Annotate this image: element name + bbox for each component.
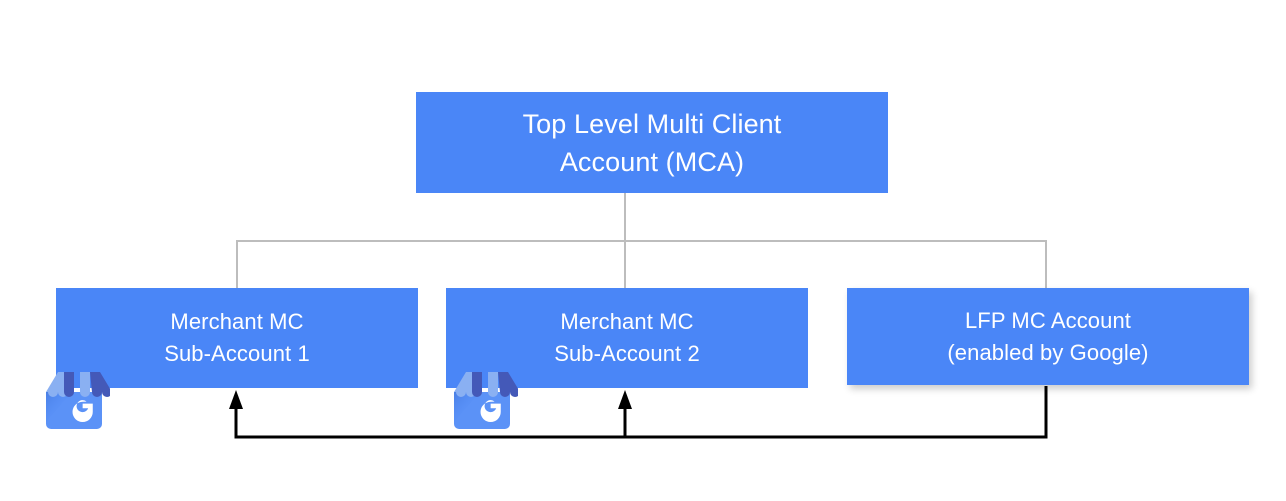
node-merchant-sub-account-2-label: Merchant MC Sub-Account 2	[554, 309, 700, 366]
google-business-profile-icon	[46, 372, 110, 429]
node-merchant-sub-account-2[interactable]: Merchant MC Sub-Account 2	[446, 288, 808, 388]
node-top-level-mca[interactable]: Top Level Multi Client Account (MCA)	[416, 92, 888, 193]
connector-horizontal-bar	[236, 240, 1047, 242]
connector-drop-lfp	[1045, 240, 1047, 289]
connector-mca-stem	[624, 193, 626, 242]
node-top-level-mca-label: Top Level Multi Client Account (MCA)	[522, 108, 782, 177]
node-merchant-sub-account-1[interactable]: Merchant MC Sub-Account 1	[56, 288, 418, 388]
node-merchant-sub-account-1-label: Merchant MC Sub-Account 1	[164, 309, 310, 366]
connector-drop-sub2	[624, 240, 626, 289]
google-business-profile-icon	[454, 372, 518, 429]
node-lfp-mc-account-label: LFP MC Account (enabled by Google)	[947, 307, 1149, 365]
feedback-arrowhead-sub1	[229, 390, 243, 409]
feedback-arrowhead-sub2	[618, 390, 632, 409]
connector-drop-sub1	[236, 240, 238, 289]
node-lfp-mc-account[interactable]: LFP MC Account (enabled by Google)	[847, 288, 1249, 385]
feedback-path-sub1	[234, 386, 1048, 439]
